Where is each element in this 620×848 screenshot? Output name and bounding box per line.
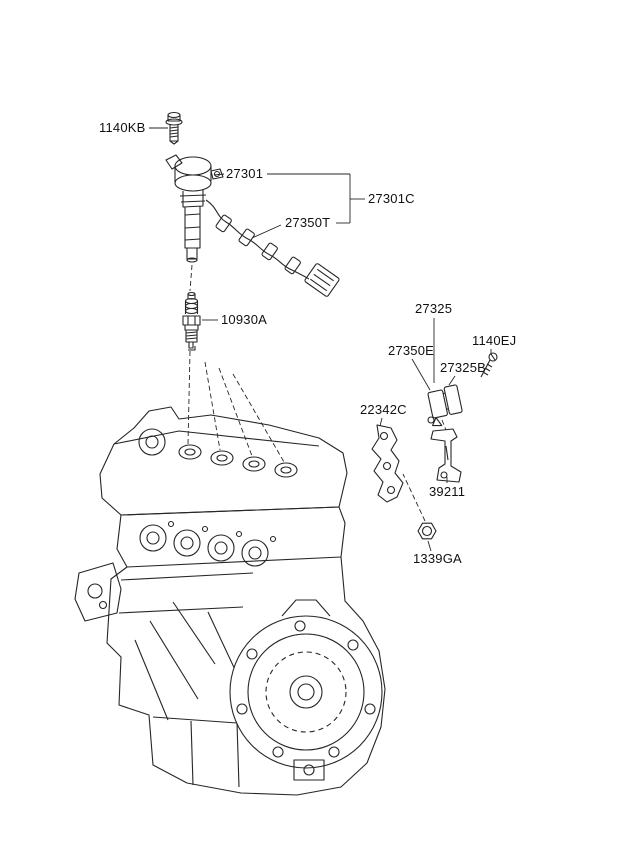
part-label-27301C: 27301C <box>368 191 415 206</box>
part-label-39211: 39211 <box>429 484 466 499</box>
bracket-22342C-drawing <box>371 424 404 503</box>
dashed-guide-lines <box>187 264 447 522</box>
condenser-drawing <box>427 384 463 427</box>
nut-icon <box>417 522 437 540</box>
screw-icon <box>480 352 498 378</box>
part-label-22342C: 22342C <box>360 402 407 417</box>
part-label-27325: 27325 <box>415 301 453 316</box>
leader-lines <box>149 127 492 552</box>
part-label-27325B: 27325B <box>440 360 487 375</box>
part-label-27350T: 27350T <box>285 215 331 230</box>
bolt-icon <box>165 111 183 145</box>
ignition-coil-drawing <box>165 154 224 263</box>
spark-plug-cable-drawing <box>205 199 340 297</box>
part-label-27301: 27301 <box>226 166 264 181</box>
part-label-1339GA: 1339GA <box>413 551 462 566</box>
part-label-1140EJ: 1140EJ <box>472 333 517 348</box>
bracket-39211-drawing <box>430 428 462 483</box>
part-label-1140KB: 1140KB <box>99 120 146 135</box>
engine-drawing <box>74 406 386 796</box>
part-label-27350E: 27350E <box>388 343 435 358</box>
part-label-10930A: 10930A <box>221 312 268 327</box>
spark-plug-drawing <box>182 291 201 351</box>
